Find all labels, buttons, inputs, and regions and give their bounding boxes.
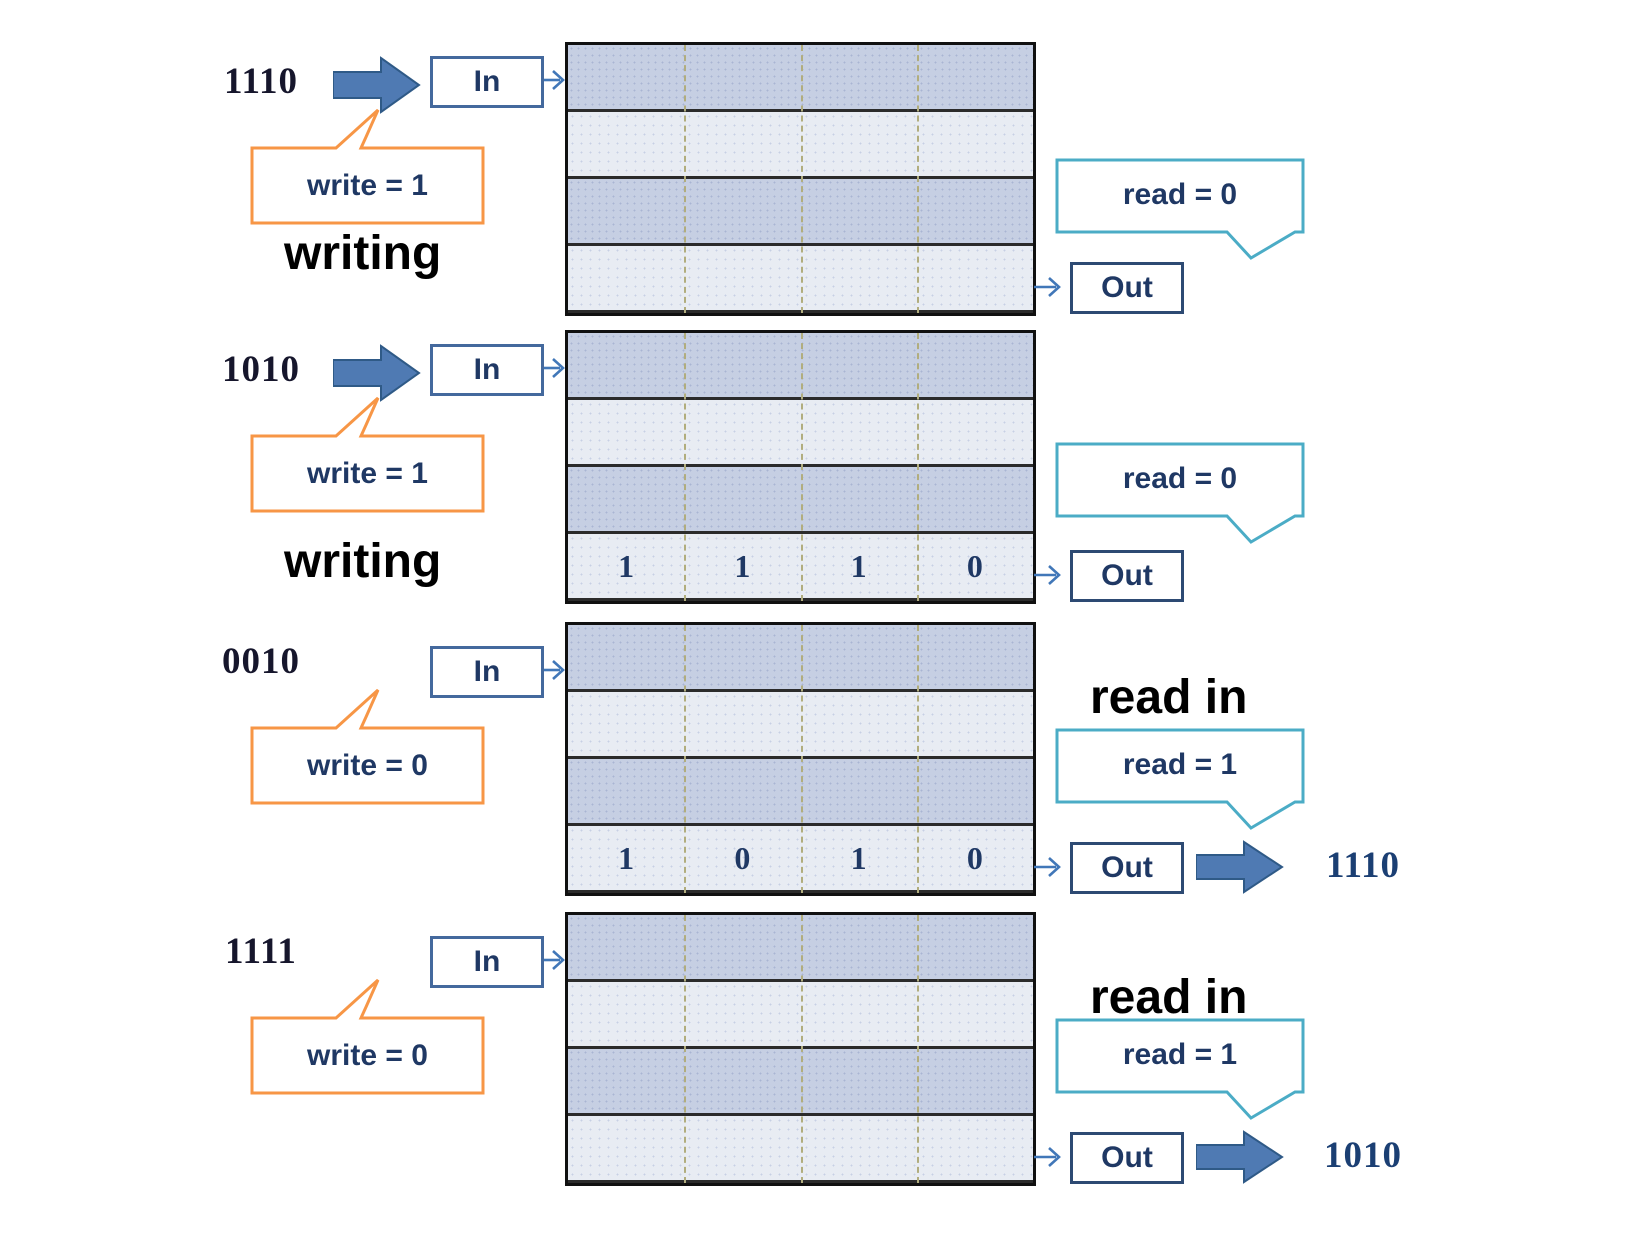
stage-label: read in: [1090, 671, 1248, 724]
memory-grid: [565, 42, 1036, 316]
grid-divider-line: [916, 915, 919, 1183]
grid-divider-line: [916, 625, 919, 893]
in-box: In: [430, 936, 544, 988]
grid-divider-line: [800, 45, 803, 313]
grid-divider-line: [800, 625, 803, 893]
read-bubble-label: read = 1: [1122, 1038, 1238, 1071]
grid-divider-line: [684, 333, 687, 601]
grid-cell: 1: [850, 547, 867, 584]
out-arrow-icon: [1034, 1147, 1061, 1167]
in-box-label: In: [473, 65, 501, 98]
grid-cell: [917, 1116, 1033, 1180]
stage-block-4: 1111 In write = 0 read in read = 1: [0, 912, 1650, 1204]
output-block-arrow-icon: [1196, 1130, 1284, 1184]
write-bubble-label: write = 1: [307, 168, 428, 202]
read-bubble-label: read = 0: [1122, 178, 1238, 211]
grid-cell: 0: [966, 547, 983, 584]
output-block-arrow-icon: [1196, 840, 1284, 894]
grid-divider-line: [684, 45, 687, 313]
out-arrow-icon: [1034, 857, 1061, 877]
in-arrow-icon: [544, 358, 565, 378]
out-box: Out: [1070, 1132, 1184, 1184]
grid-cell: 1: [850, 839, 867, 876]
out-box-label: Out: [1101, 851, 1153, 884]
in-arrow-icon: [544, 70, 565, 90]
input-value-label: 1110: [224, 61, 298, 102]
grid-divider-line: [916, 333, 919, 601]
grid-divider-line: [800, 915, 803, 1183]
input-value-label: 1010: [222, 349, 300, 390]
memory-grid: [565, 912, 1036, 1186]
write-bubble: write = 1: [250, 395, 485, 513]
stage-label: writing: [284, 227, 442, 280]
memory-grid: 1 1 1 0: [565, 330, 1036, 604]
write-bubble-label: write = 0: [307, 748, 428, 782]
in-arrow-icon: [544, 950, 565, 970]
grid-divider-line: [916, 45, 919, 313]
in-box: In: [430, 56, 544, 108]
write-bubble-label: write = 0: [307, 1038, 428, 1072]
grid-divider-line: [684, 625, 687, 893]
read-bubble: read = 1: [1055, 728, 1305, 830]
read-bubble: read = 1: [1055, 1018, 1305, 1120]
grid-cell: [568, 1116, 684, 1180]
grid-cell: 1: [618, 839, 635, 876]
output-value-label: 1010: [1324, 1135, 1402, 1176]
grid-divider-line: [800, 333, 803, 601]
grid-cell: [801, 1116, 917, 1180]
write-bubble: write = 0: [250, 687, 485, 805]
read-bubble-label: read = 0: [1122, 462, 1238, 495]
input-value-label: 1111: [225, 931, 297, 972]
read-bubble: read = 0: [1055, 158, 1305, 260]
out-box-label: Out: [1101, 271, 1153, 304]
grid-cell: 0: [966, 839, 983, 876]
stage-label: read in: [1090, 971, 1248, 1024]
in-box-label: In: [473, 353, 501, 386]
out-arrow-icon: [1034, 565, 1061, 585]
grid-cell: [917, 246, 1033, 310]
in-box: In: [430, 344, 544, 396]
grid-cell: [801, 246, 917, 310]
read-bubble: read = 0: [1055, 442, 1305, 544]
in-box-label: In: [473, 945, 501, 978]
out-box: Out: [1070, 262, 1184, 314]
out-box-label: Out: [1101, 559, 1153, 592]
input-block-arrow-icon: [333, 56, 421, 114]
grid-cell: [684, 246, 800, 310]
grid-cell: [684, 1116, 800, 1180]
grid-cell: 1: [618, 547, 635, 584]
output-value-label: 1110: [1326, 845, 1400, 886]
input-block-arrow-icon: [333, 344, 421, 402]
out-box: Out: [1070, 842, 1184, 894]
input-value-label: 0010: [222, 641, 300, 682]
in-box-label: In: [473, 655, 501, 688]
out-box: Out: [1070, 550, 1184, 602]
stage-block-1: 1110 In write = 1 writing read = 0: [0, 42, 1650, 334]
in-box: In: [430, 646, 544, 698]
write-bubble: write = 0: [250, 977, 485, 1095]
stage-block-3: 0010 In 1 0 1 0 write = 0 read in read =…: [0, 622, 1650, 914]
write-bubble-label: write = 1: [307, 456, 428, 490]
read-bubble-label: read = 1: [1122, 748, 1238, 781]
grid-cell: 0: [734, 839, 751, 876]
stage-block-2: 1010 In 1 1 1 0 write = 1 writing read =: [0, 330, 1650, 622]
in-arrow-icon: [544, 660, 565, 680]
grid-cell: [568, 246, 684, 310]
grid-cell: 1: [734, 547, 751, 584]
out-arrow-icon: [1034, 277, 1061, 297]
write-bubble: write = 1: [250, 107, 485, 225]
grid-divider-line: [684, 915, 687, 1183]
stage-label: writing: [284, 535, 442, 588]
memory-grid: 1 0 1 0: [565, 622, 1036, 896]
out-box-label: Out: [1101, 1141, 1153, 1174]
